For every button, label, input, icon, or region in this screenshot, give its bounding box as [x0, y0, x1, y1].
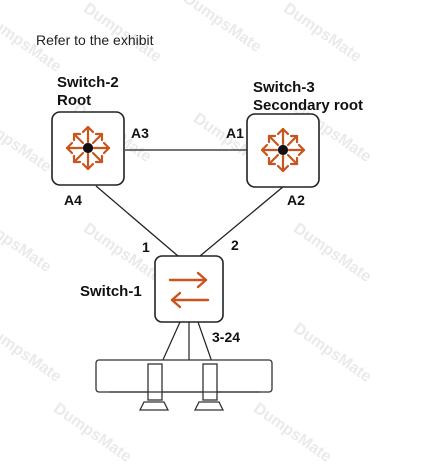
- port-label-a2: A2: [287, 192, 305, 208]
- switch-2-node: [51, 111, 125, 186]
- port-label-2: 2: [231, 237, 239, 253]
- switch-2-name: Switch-2: [57, 74, 119, 91]
- exhibit-caption: Refer to the exhibit: [36, 32, 154, 48]
- switch-1-name: Switch-1: [80, 283, 142, 300]
- switch-3-name: Switch-3: [253, 79, 315, 96]
- access-links: [161, 321, 213, 363]
- switch-3-node: [246, 113, 320, 188]
- port-label-a4: A4: [64, 192, 82, 208]
- switch-2-role: Root: [57, 92, 92, 109]
- link-sw3-sw1: [199, 185, 285, 257]
- port-label-1: 1: [142, 239, 150, 255]
- multilayer-switch-icon: [65, 125, 111, 171]
- access-switch-icon: [168, 271, 210, 309]
- multilayer-switch-icon: [260, 127, 306, 173]
- port-label-3-24: 3-24: [212, 329, 241, 345]
- switch-1-node: [154, 255, 224, 323]
- switch-3-role: Secondary root: [253, 97, 364, 114]
- topology-svg: [51, 111, 320, 411]
- computer-icon: [95, 359, 273, 411]
- port-label-a3: A3: [131, 125, 149, 141]
- link-sw2-sw1: [95, 185, 179, 257]
- port-label-a1: A1: [226, 125, 244, 141]
